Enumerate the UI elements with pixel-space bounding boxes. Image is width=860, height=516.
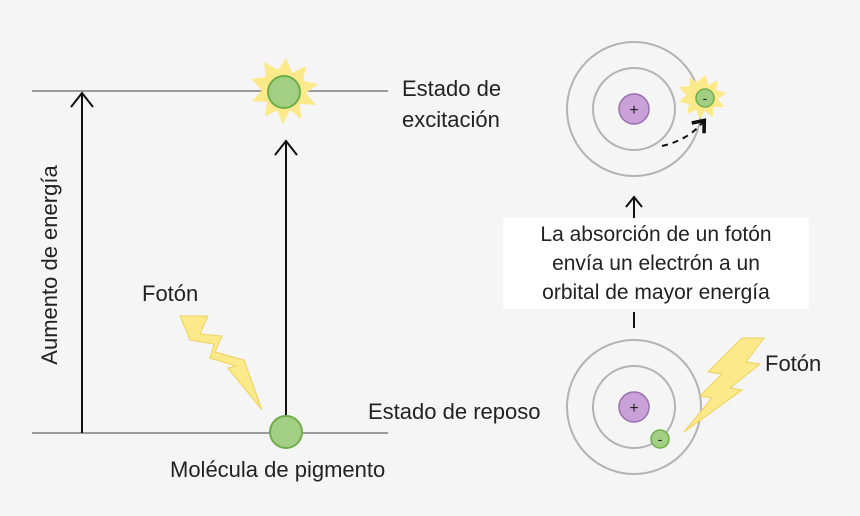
nucleus-top-charge: + bbox=[629, 102, 638, 119]
ground-pigment-molecule bbox=[269, 415, 303, 449]
energy-axis-arrow bbox=[70, 91, 94, 433]
ground-electron bbox=[650, 429, 670, 449]
excited-electron bbox=[695, 88, 715, 108]
photon-label-right: Fotón bbox=[765, 351, 822, 376]
transition-arrow bbox=[625, 195, 643, 328]
nucleus-bottom bbox=[618, 391, 650, 423]
excitation-arrow bbox=[274, 139, 298, 418]
electron-jump-arrow bbox=[661, 118, 707, 147]
ground-atom bbox=[566, 339, 702, 475]
energy-axis-label: Aumento de energía bbox=[37, 165, 62, 365]
pigment-molecule-label: Molécula de pigmento bbox=[170, 457, 386, 482]
electron-bottom-charge: - bbox=[658, 431, 663, 447]
ground-state-label: Estado de reposo bbox=[368, 399, 541, 424]
nucleus-top bbox=[618, 93, 650, 125]
caption-line-2: envía un electrón a un bbox=[552, 252, 760, 275]
electron-top-charge: - bbox=[703, 90, 708, 106]
lightning-bolt-icon bbox=[179, 315, 263, 411]
nucleus-bottom-charge: + bbox=[629, 400, 638, 417]
caption-line-1: La absorción de un fotón bbox=[540, 223, 772, 246]
excited-state-label-line1: Estado de bbox=[402, 76, 502, 101]
photon-label-left: Fotón bbox=[142, 281, 199, 306]
caption-line-3: orbital de mayor energía bbox=[542, 281, 770, 304]
lightning-bolt-icon-right bbox=[683, 337, 765, 433]
excited-state-label-line2: excitación bbox=[402, 107, 500, 132]
absorption-caption: La absorción de un fotón envía un electr… bbox=[503, 218, 809, 309]
excited-atom bbox=[566, 41, 702, 177]
excited-pigment-molecule bbox=[267, 75, 301, 109]
